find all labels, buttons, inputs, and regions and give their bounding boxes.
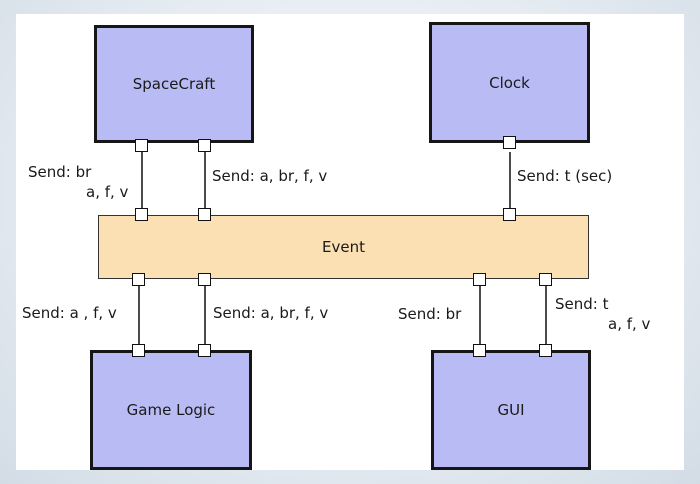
gui-port-out	[473, 344, 486, 357]
spacecraft-port-out	[135, 139, 148, 152]
gui-out-label: Send: br	[398, 305, 462, 323]
gui-box: GUI	[431, 350, 591, 470]
spacecraft-out-label-line2: a, f, v	[86, 183, 129, 201]
gamelogic-out-label: Send: a , f, v	[22, 304, 117, 322]
spacecraft-label: SpaceCraft	[132, 75, 216, 93]
event-label: Event	[322, 238, 365, 256]
event-bus: Event	[98, 215, 589, 279]
clock-label: Clock	[489, 73, 530, 92]
event-port-top-2	[198, 208, 211, 221]
spacecraft-port-in	[198, 139, 211, 152]
event-port-bottom-1	[132, 273, 145, 286]
event-port-bottom-3	[473, 273, 486, 286]
spacecraft-out-label-line1: Send: br	[28, 163, 92, 181]
event-port-bottom-4	[539, 273, 552, 286]
gui-label: GUI	[497, 401, 525, 419]
spacecraft-in-label: Send: a, br, f, v	[212, 167, 328, 185]
event-port-top-1	[135, 208, 148, 221]
gamelogic-port-in	[198, 344, 211, 357]
gui-in-label-line2: a, f, v	[608, 315, 651, 333]
gamelogic-in-label: Send: a, br, f, v	[213, 304, 329, 322]
gui-in-label-line1: Send: t	[555, 295, 609, 313]
event-port-bottom-2	[198, 273, 211, 286]
spacecraft-box: SpaceCraft	[94, 25, 254, 143]
event-port-top-3	[503, 208, 516, 221]
gamelogic-port-out	[132, 344, 145, 357]
clock-out-label: Send: t (sec)	[517, 167, 613, 185]
game-logic-box: Game Logic	[90, 350, 252, 470]
clock-port-out	[503, 136, 516, 149]
game-logic-label: Game Logic	[126, 401, 216, 419]
gui-port-in	[539, 344, 552, 357]
